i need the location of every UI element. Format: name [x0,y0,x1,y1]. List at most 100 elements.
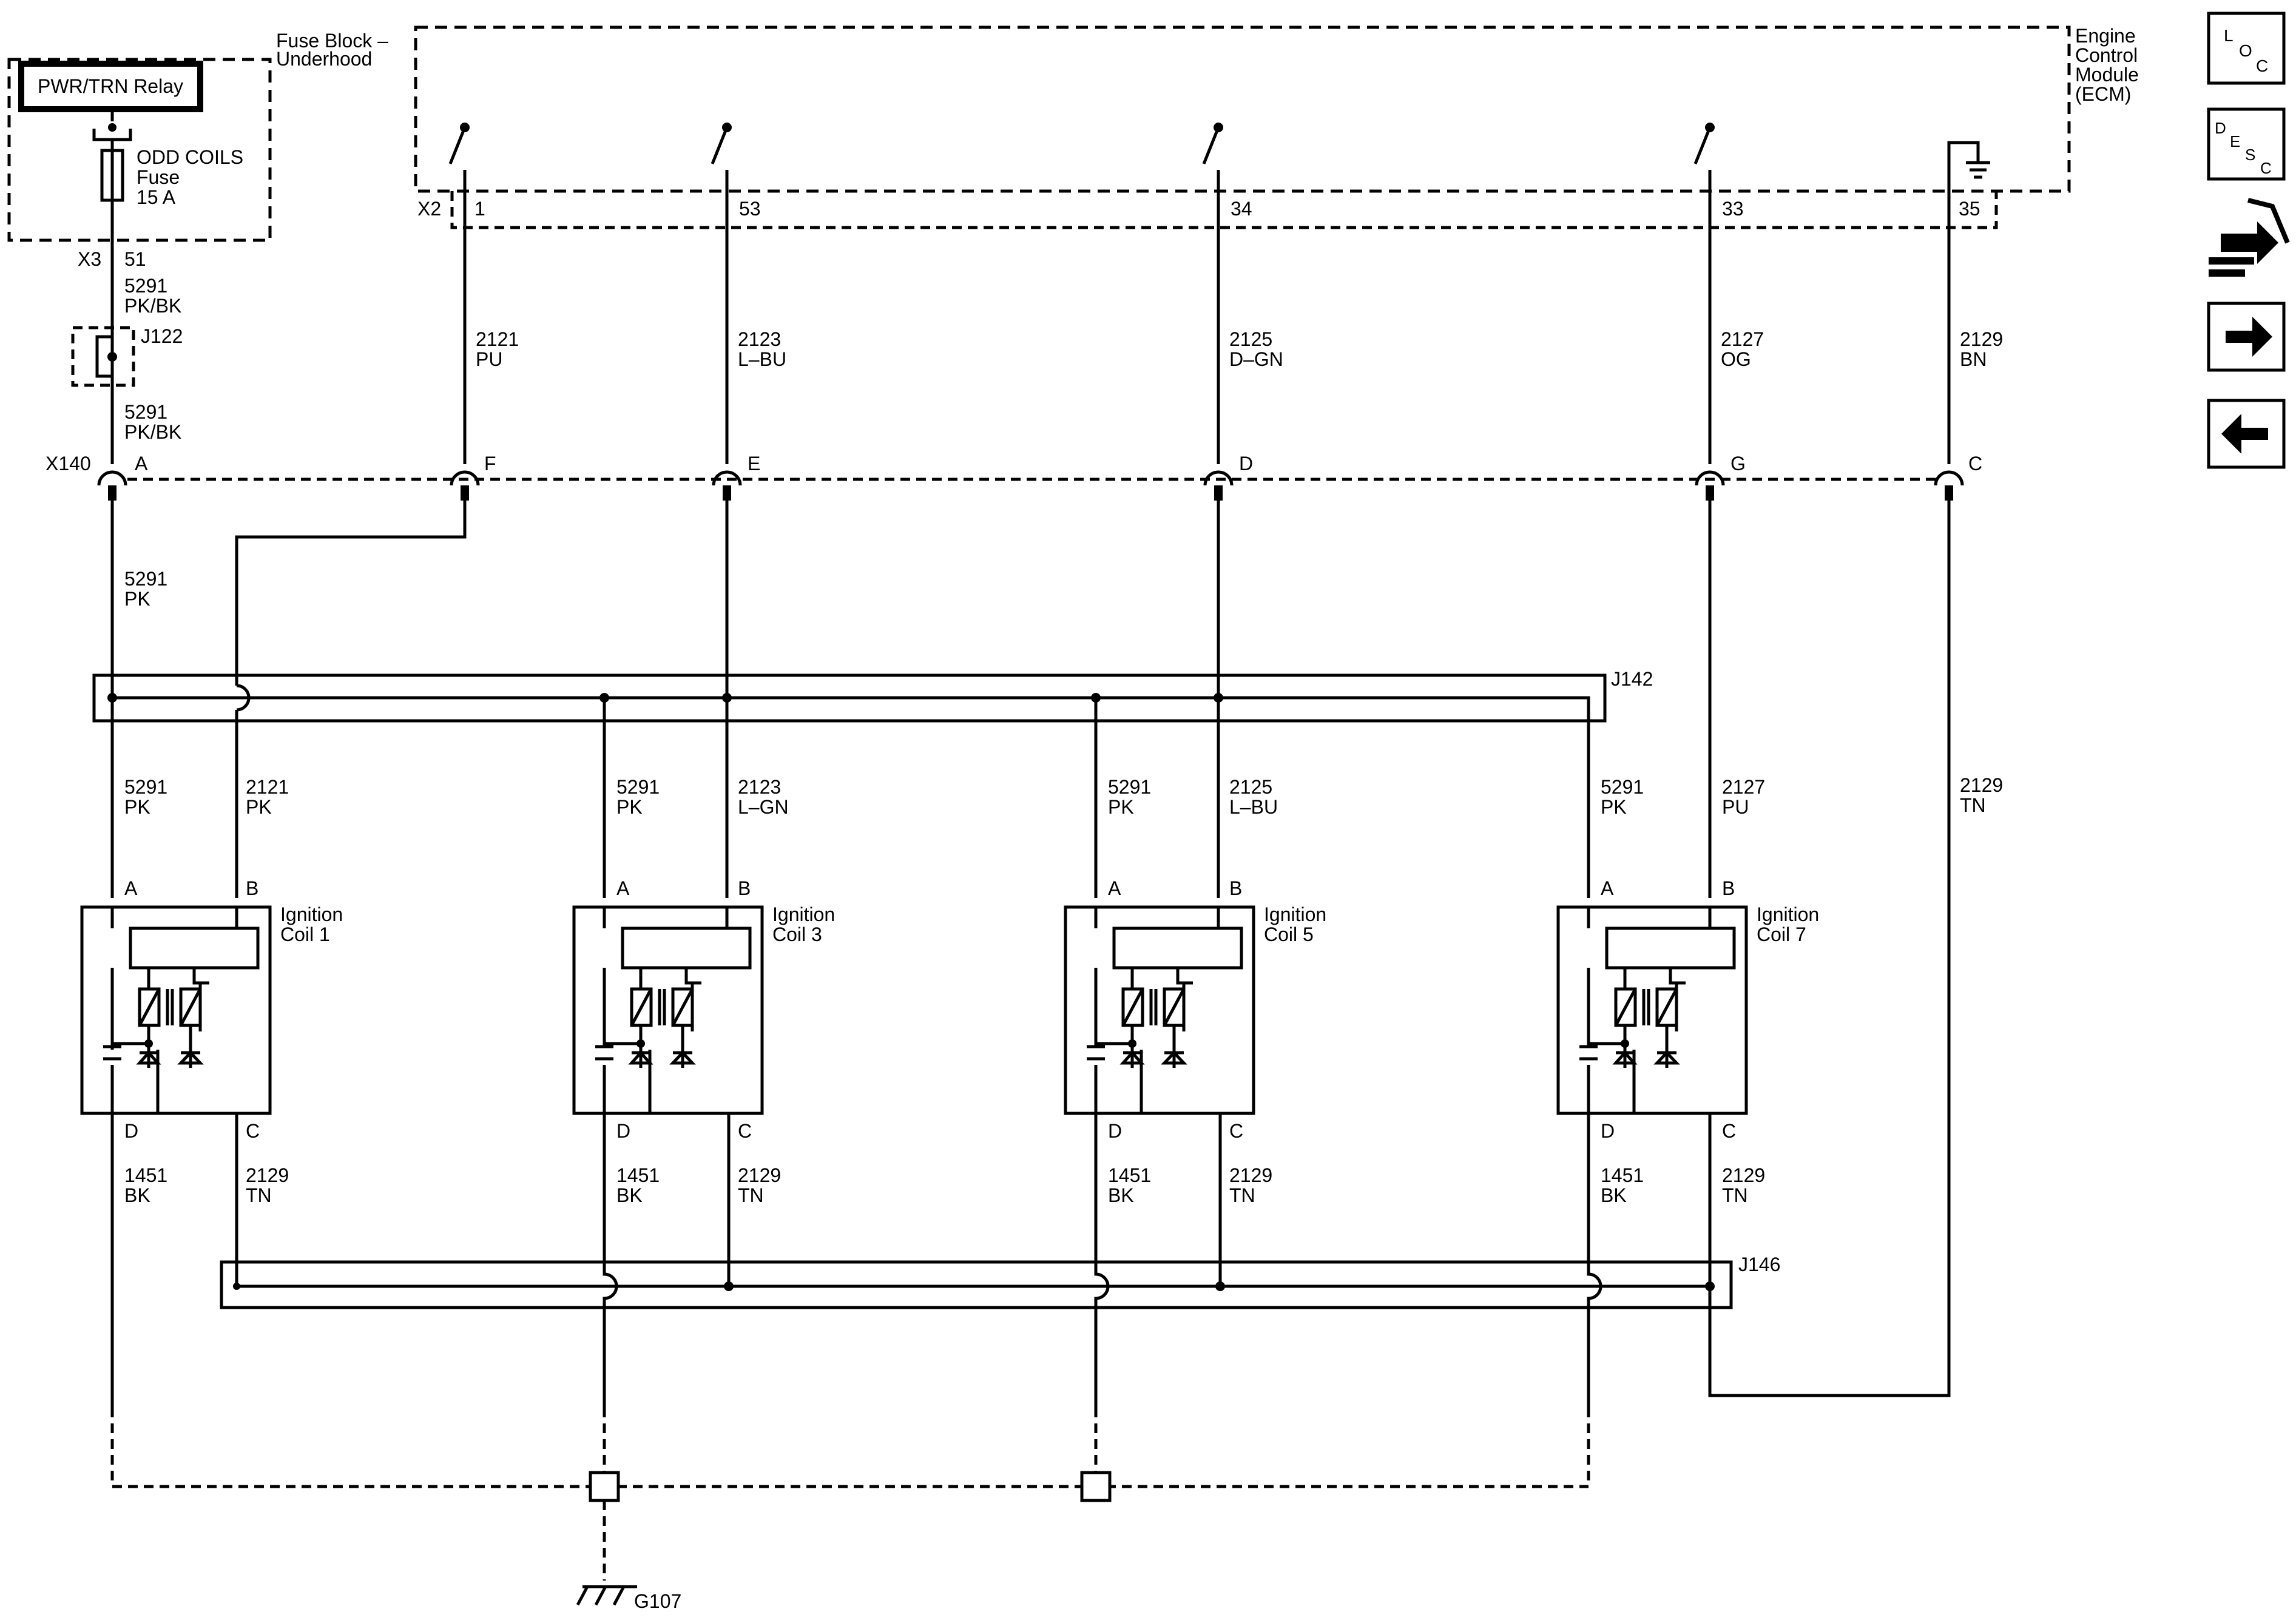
desc-s: S [2245,146,2255,164]
coil1-c-circuit: 2129 [246,1164,289,1186]
coil1-pin-b: B [246,877,258,899]
ecm-ground-symbol [1947,141,1990,200]
x2-pin-35: 35 [1959,198,1980,220]
fuse-block-outline [7,58,272,242]
coil1-body [80,905,272,1115]
j142-label: J142 [1611,668,1653,690]
coil7-d-color: BK [1601,1184,1627,1206]
relay-contact-symbol [92,109,132,150]
x2-pin-33: 33 [1722,198,1744,220]
desc-c: C [2260,159,2272,177]
coil3-b-color: L–GN [738,796,789,818]
j146-splice-pack: J146 [220,1254,1780,1309]
x2-pin-53: 53 [739,198,761,220]
ignition-coil-3: 5291 PK 2123 L–GN A B Ignition Coil 3 D … [572,776,835,1206]
arrow-left-button[interactable] [2207,399,2286,469]
desc-e: E [2230,132,2240,150]
wire-2125-circuit: 2125 [1229,328,1272,350]
j122-out-circuit: 5291 [124,401,167,423]
x3-connector-label: X3 [78,248,101,270]
coil1-c-color: TN [246,1184,272,1206]
coil1-name-1: Ignition [280,903,343,925]
coil5-c-circuit: 2129 [1229,1164,1272,1186]
x140-pin-d: D [1239,453,1253,474]
coil5-pin-c: C [1229,1120,1243,1142]
ecm-driver-switch-33 [1693,123,1715,200]
x140-pin-a: A [135,453,148,474]
connector-tool-icon[interactable] [2209,198,2290,277]
coil1-d-color: BK [124,1184,150,1206]
ecm-name-1: Engine [2075,25,2136,47]
coil7-pin-d: D [1601,1120,1615,1142]
arrow-left-icon [2221,414,2268,454]
coil5-a-circuit: 5291 [1108,776,1151,798]
x140-label: X140 [46,453,91,474]
relay-label: PWR/TRN Relay [38,75,183,97]
coil5-b-color: L–BU [1229,796,1278,818]
coil7-d-circuit: 1451 [1601,1164,1644,1186]
coil3-a-color: PK [616,796,643,818]
coil7-name-2: Coil 7 [1757,923,1806,945]
j122-out-color: PK/BK [124,421,181,443]
coil1-pin-c: C [246,1120,260,1142]
coil3-a-circuit: 5291 [616,776,660,798]
coil7-a-circuit: 5291 [1601,776,1644,798]
ecm-driver-switch-34 [1202,123,1223,200]
loc-o: O [2239,41,2252,60]
x140-a-circuit: 5291 [124,568,167,590]
coil1-driver-module [129,926,260,970]
wire-2125-color: D–GN [1229,348,1283,370]
wire-2123-circuit: 2123 [738,328,781,350]
coil5-pin-a: A [1108,877,1121,899]
desc-d: D [2215,119,2226,137]
coil7-b-color: PU [1722,796,1749,818]
coil5-a-color: PK [1108,796,1134,818]
coil1-a-circuit: 5291 [124,776,167,798]
coil3-c-color: TN [738,1184,764,1206]
wire-1451-coil7 [1587,1113,1602,1408]
coil3-d-circuit: 1451 [616,1164,660,1186]
coil5-driver-module [1112,926,1243,970]
x140-pin-f: F [484,453,496,474]
coil5-d-circuit: 1451 [1108,1164,1151,1186]
coil7-pin-a: A [1601,877,1614,899]
coil7-c-color: TN [1722,1184,1748,1206]
coil5-pin-b: B [1229,877,1242,899]
engine-control-module: Engine Control Module (ECM) X2 1 53 34 3… [414,25,2139,229]
arrow-right-button[interactable] [2207,302,2286,372]
x3-pin-51: 51 [124,248,146,270]
loc-l: L [2224,26,2234,45]
arrow-right-icon [2226,317,2272,357]
wire-2127-color: OG [1721,348,1751,370]
ground-g107-icon [576,1585,637,1606]
coil5-body [1064,905,1255,1115]
coil3-name-2: Coil 3 [772,923,822,945]
ground-tie [110,1408,1590,1581]
ecm-outline [414,25,2071,193]
coil3-driver-module [621,926,752,970]
pwr-trn-relay [18,61,203,112]
desc-button[interactable]: D E S C [2207,107,2286,181]
wire-2127-circuit: 2127 [1721,328,1764,350]
ignition-coil-7: 5291 PK 2127 PU A B Ignition Coil 7 D C … [1556,776,1819,1206]
tn-return-circuit: 2129 [1960,774,2003,796]
ecm-driver-switch-1 [448,123,470,200]
coil3-pin-b: B [738,877,751,899]
coil7-pin-c: C [1722,1120,1736,1142]
wire-1451-coil5 [1094,1113,1110,1408]
fuse-out-circuit: 5291 [124,275,167,297]
coil7-b-circuit: 2127 [1722,776,1765,798]
coil7-driver-module [1605,926,1736,970]
ground-g107-label: G107 [634,1590,681,1612]
coil7-a-color: PK [1601,796,1627,818]
tn-return-color: TN [1960,794,1986,816]
loc-button[interactable]: L O C [2207,12,2286,85]
wire-2121-route [235,501,467,686]
x140-a-color: PK [124,588,150,610]
coil3-d-color: BK [616,1184,643,1206]
wire-2121-circuit: 2121 [476,328,519,350]
x140-pin-c: C [1968,453,1982,474]
coil7-body [1556,905,1748,1115]
